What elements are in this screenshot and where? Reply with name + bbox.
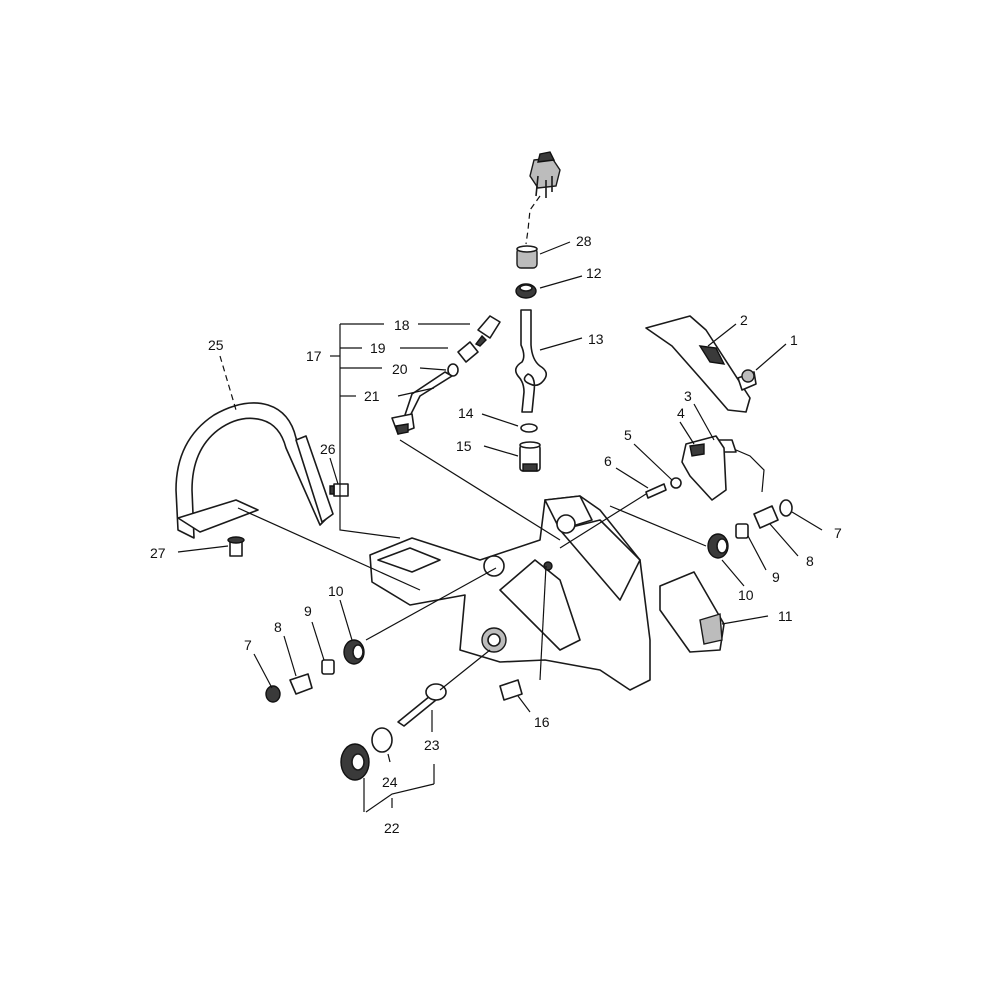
callout-16: 16 [534,714,550,730]
part-2-rear-handle-cover [645,315,751,413]
crankcase-housing [369,495,651,691]
part-13-fuel-hose [514,309,548,413]
part-9-bushing-right [735,523,749,539]
callout-27: 27 [150,545,166,561]
part-16-plug [499,679,523,701]
callout-6: 6 [604,453,612,469]
part-27-screw [227,536,245,557]
part-7-cap-left [265,685,281,703]
callout-22: 22 [384,820,400,836]
part-4-throttle-trigger [681,435,727,501]
callout-3: 3 [684,388,692,404]
callout-9-right: 9 [772,569,780,585]
callout-26: 26 [320,441,336,457]
part-28-filter-sleeve [516,245,538,269]
part-18-fitting [474,315,501,347]
callout-19: 19 [370,340,386,356]
callout-12: 12 [586,265,602,281]
part-8-bolt-left [289,673,313,695]
callout-25: 25 [208,337,224,353]
callout-14: 14 [458,405,474,421]
callout-7-left: 7 [244,637,252,653]
part-21-oil-tube [391,371,453,435]
part-10-vibration-damper-left [343,639,365,665]
part-20-ring [447,363,459,377]
callout-13: 13 [588,331,604,347]
part-14-o-ring [520,423,538,433]
callout-11: 11 [778,608,793,624]
part-12-grommet [515,283,537,299]
part-7-cap-right [779,499,793,517]
callout-15: 15 [456,438,472,454]
part-19-nut [457,341,479,363]
callout-20: 20 [392,361,408,377]
part-6-pin [645,483,667,499]
callout-21: 21 [364,388,380,404]
part-26-screw [329,483,349,497]
callout-9-left: 9 [304,603,312,619]
callout-7-right: 7 [834,525,842,541]
callout-18: 18 [394,317,410,333]
callout-labels: 1 2 3 4 5 6 7 8 9 10 11 12 13 14 15 16 1… [150,233,842,836]
callout-8-left: 8 [274,619,282,635]
part-9-bushing-left [321,659,335,675]
part-24-o-ring [371,727,393,753]
part-15-fuel-filter [519,441,541,472]
callout-17: 17 [306,348,322,364]
callout-24: 24 [382,774,398,790]
callout-1: 1 [790,332,798,348]
part-1-screw [737,369,757,391]
part-11-handle-grip [659,571,725,653]
callout-5: 5 [624,427,632,443]
part-5-spring [670,477,682,489]
callout-8-right: 8 [806,553,814,569]
callout-28: 28 [576,233,592,249]
part-23-dipstick [397,683,447,727]
fuel-line-dashed [525,195,541,245]
leader-lines [177,241,823,813]
fuel-filter-head [529,151,561,198]
part-25-front-handle [175,402,334,539]
callout-4: 4 [677,405,685,421]
callout-23: 23 [424,737,440,753]
part-10-vibration-damper-right [707,533,729,559]
callout-2: 2 [740,312,748,328]
callout-10-right: 10 [738,587,754,603]
part-8-bolt-right [753,505,779,529]
part-22-oil-cap [340,743,370,781]
callout-10-left: 10 [328,583,344,599]
